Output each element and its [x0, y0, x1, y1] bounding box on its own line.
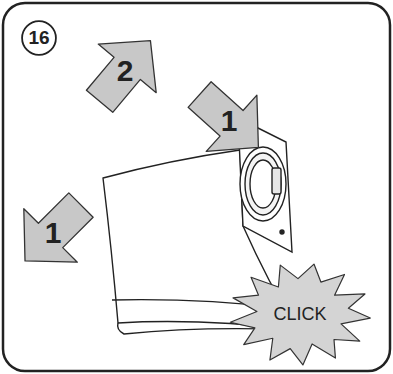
callout-number: 1 [45, 216, 62, 250]
arrow-shape [0, 178, 108, 287]
callout-arrow: 1 [186, 78, 272, 164]
click-label: CLICK [273, 304, 326, 325]
frame [3, 3, 390, 371]
callout-number: 16 [28, 27, 49, 49]
step-number: 16 [21, 20, 57, 56]
callout-number: 2 [117, 54, 134, 88]
arrow-shape [174, 66, 283, 175]
callout-number: 1 [221, 104, 238, 138]
arrow-shape [71, 16, 180, 125]
circle-shape [22, 21, 56, 55]
callout-arrow: 1 [10, 190, 96, 276]
star-shape [230, 264, 370, 365]
click-burst: CLICK [228, 262, 372, 366]
callout-arrow: 2 [82, 28, 168, 114]
